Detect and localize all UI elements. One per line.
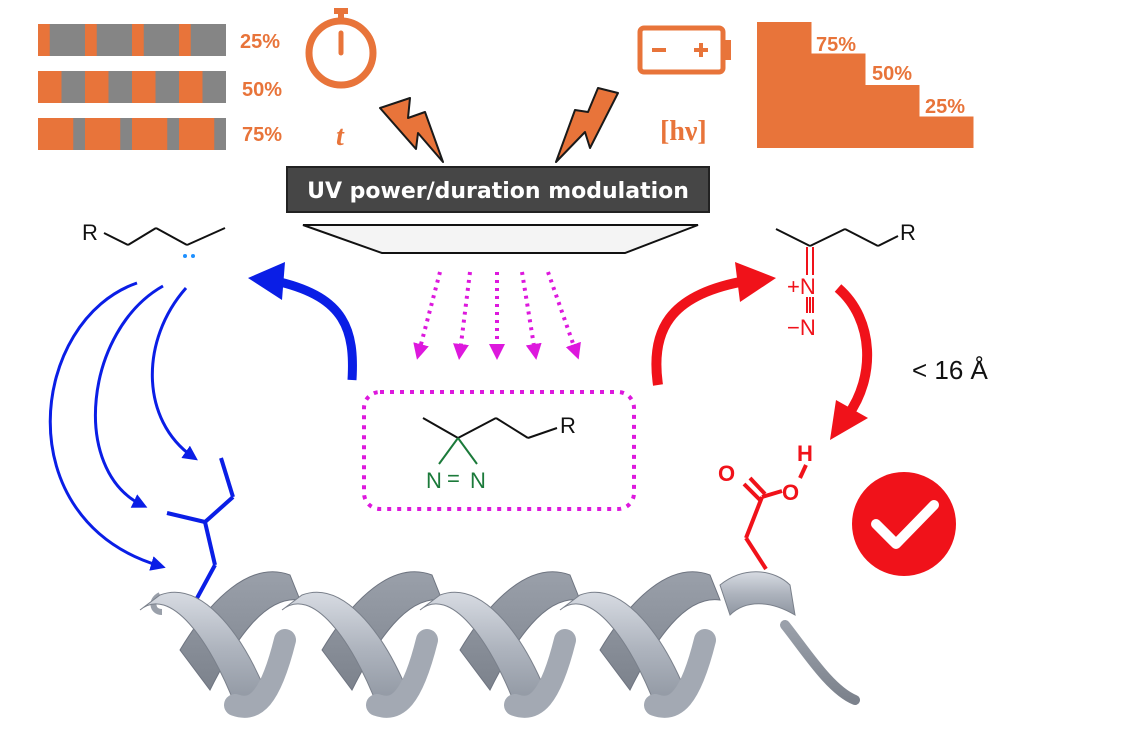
duty-label-75: 75% bbox=[242, 124, 282, 146]
acid-h: H bbox=[797, 441, 813, 466]
uv-rays bbox=[413, 271, 581, 360]
diazirine-box bbox=[362, 390, 636, 511]
distance-label: < 16 Å bbox=[912, 355, 989, 385]
blue-arrow-to-carbene bbox=[248, 262, 357, 381]
power-staircase bbox=[757, 22, 974, 148]
carbene-structure bbox=[103, 227, 226, 246]
helix-lower-curve bbox=[504, 629, 576, 718]
diazirine-r: R bbox=[560, 413, 576, 438]
checkmark-icon bbox=[852, 472, 956, 576]
helix-end-cap bbox=[719, 571, 796, 616]
battery-icon bbox=[637, 25, 731, 75]
diazirine-n-right: N bbox=[470, 468, 486, 493]
power-step bbox=[919, 116, 974, 148]
duty-bar-pulse bbox=[85, 118, 121, 150]
power-step bbox=[757, 22, 812, 148]
duty-bar-pulse bbox=[85, 71, 109, 103]
acid-o-carbonyl: O bbox=[718, 461, 735, 486]
banner-text: UV power/duration modulation bbox=[307, 179, 689, 204]
helix-lower-curve bbox=[224, 629, 296, 718]
duty-bar-pulse bbox=[179, 118, 215, 150]
uv-banner: UV power/duration modulation bbox=[286, 166, 710, 213]
duty-cycle-bars bbox=[38, 24, 226, 150]
diazirine-n-left: N bbox=[426, 468, 442, 493]
blue-insertion-arrows bbox=[48, 281, 198, 571]
power-label-75: 75% bbox=[816, 34, 856, 56]
red-arrow-to-diazo bbox=[651, 262, 776, 386]
duty-bar-pulse bbox=[132, 118, 168, 150]
duty-label-25: 25% bbox=[240, 31, 280, 53]
power-label-50: 50% bbox=[872, 63, 912, 85]
power-step bbox=[865, 85, 920, 148]
duty-label-50: 50% bbox=[242, 79, 282, 101]
diazo-r: R bbox=[900, 220, 916, 245]
duty-bar-pulse bbox=[85, 24, 97, 56]
light-symbol: [hν] bbox=[660, 116, 707, 147]
lightning-bolt-icon bbox=[555, 87, 619, 163]
carbene-lone-pair bbox=[183, 254, 195, 258]
helix-lower-curve bbox=[366, 629, 438, 718]
duty-bar-pulse bbox=[38, 71, 62, 103]
duty-bar-pulse bbox=[179, 24, 191, 56]
duty-bar-pulse bbox=[132, 24, 144, 56]
time-symbol: t bbox=[336, 121, 345, 152]
diazo-n-plus: +N bbox=[787, 274, 816, 299]
lightning-bolt-icon bbox=[379, 97, 444, 163]
uv-lamp bbox=[302, 224, 699, 254]
power-label-25: 25% bbox=[925, 96, 965, 118]
red-arrow-to-acid bbox=[830, 284, 873, 440]
diazirine-structure bbox=[422, 417, 558, 465]
carbene-r: R bbox=[82, 220, 98, 245]
duty-bar-pulse bbox=[179, 71, 203, 103]
diazo-structure bbox=[775, 228, 899, 313]
duty-bar-pulse bbox=[38, 118, 74, 150]
blue-side-chain bbox=[166, 457, 235, 601]
power-step bbox=[811, 53, 866, 148]
duty-bar-pulse bbox=[132, 71, 156, 103]
protein-helix-icon bbox=[139, 571, 860, 718]
duty-bar-pulse bbox=[38, 24, 50, 56]
stopwatch-icon bbox=[305, 8, 377, 89]
diazo-n-minus: −N bbox=[787, 315, 816, 340]
acid-structure bbox=[742, 464, 808, 571]
diazirine-double-bond: = bbox=[447, 466, 460, 491]
acid-o-hydroxyl: O bbox=[782, 480, 799, 505]
helix-lower-curve bbox=[644, 629, 716, 718]
